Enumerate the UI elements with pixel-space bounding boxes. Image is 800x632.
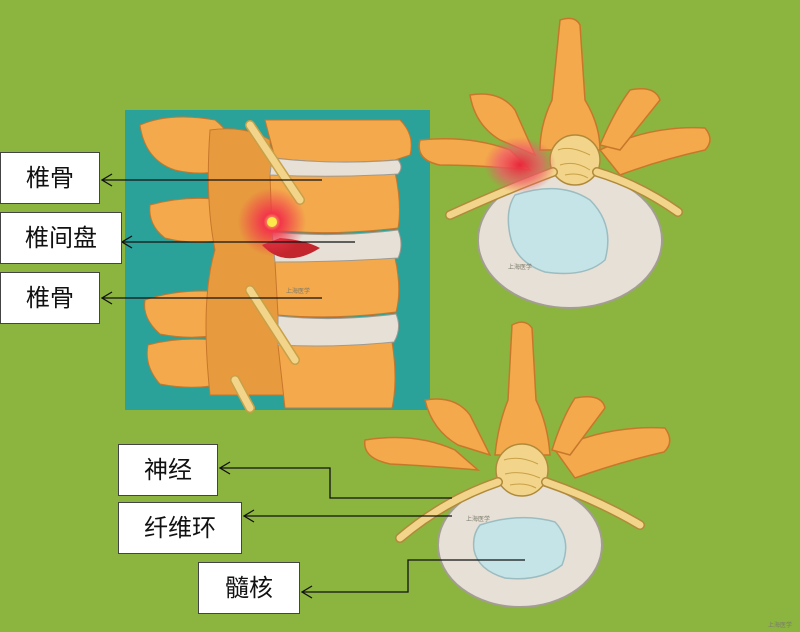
watermark-side-view: 上海医学 bbox=[286, 288, 311, 295]
leader-lines bbox=[100, 173, 525, 599]
top-nucleus bbox=[507, 187, 609, 275]
watermark-top-disc: 上海医学 bbox=[508, 264, 533, 271]
bottom-nerve bbox=[396, 478, 502, 542]
leader-nerve bbox=[220, 467, 452, 499]
label-disc: 椎间盘 bbox=[0, 212, 122, 264]
axial-view-normal bbox=[363, 321, 671, 608]
leader-nucleus bbox=[302, 559, 525, 593]
bottom-nucleus bbox=[472, 516, 567, 580]
watermark-bottom-disc: 上海医学 bbox=[466, 516, 491, 523]
top-spinal-cord bbox=[549, 134, 601, 186]
label-vertebra-top: 椎骨 bbox=[0, 152, 100, 204]
top-inflammation bbox=[484, 137, 556, 193]
watermark-corner: 上海医学 bbox=[768, 622, 793, 629]
axial-view-herniated bbox=[418, 17, 711, 309]
side-view-panel bbox=[125, 110, 430, 413]
label-annulus: 纤维环 bbox=[118, 502, 242, 554]
label-nerve: 神经 bbox=[118, 444, 218, 496]
label-vertebra-bottom: 椎骨 bbox=[0, 272, 100, 324]
bottom-spinal-cord bbox=[495, 443, 549, 497]
label-nucleus: 髓核 bbox=[198, 562, 300, 614]
